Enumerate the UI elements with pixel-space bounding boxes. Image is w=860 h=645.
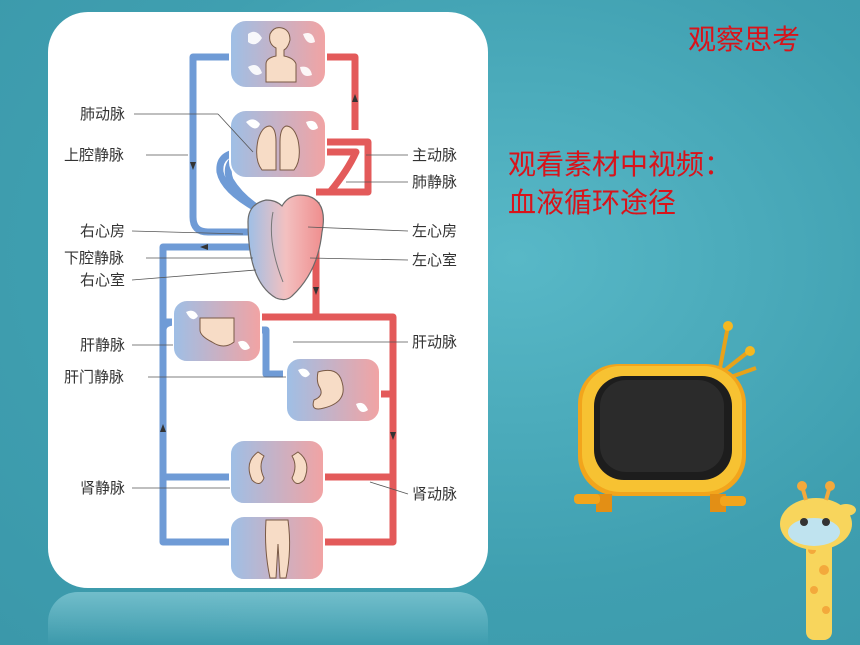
label-right-ventricle: 右心室 bbox=[80, 271, 126, 289]
label-hepatic-artery: 肝动脉 bbox=[412, 333, 458, 351]
flow-arrows bbox=[160, 94, 396, 440]
label-inferior-vena-cava: 下腔静脉 bbox=[64, 249, 125, 267]
task-prompt-line2: 血液循环途径 bbox=[508, 186, 677, 219]
label-pulmonary-vein: 肺静脉 bbox=[412, 173, 458, 191]
label-pulmonary-artery: 肺动脉 bbox=[80, 105, 126, 123]
lower-body-capillary-bed bbox=[229, 515, 325, 581]
heart bbox=[247, 194, 324, 301]
task-prompt-line1: 观看素材中视频： bbox=[508, 148, 733, 181]
label-aorta: 主动脉 bbox=[412, 146, 458, 164]
section-tag: 观察思考 bbox=[688, 23, 801, 56]
giraffe-icon bbox=[780, 481, 856, 640]
arterial-vessels bbox=[260, 53, 397, 546]
label-renal-artery: 肾动脉 bbox=[412, 485, 458, 503]
label-hepatic-portal-vein: 肝门静脉 bbox=[64, 368, 125, 386]
tv-icon bbox=[574, 321, 757, 512]
task-prompt: 观看素材中视频： 血液循环途径 bbox=[508, 146, 732, 222]
label-left-ventricle: 左心室 bbox=[412, 251, 458, 269]
kidney-capillary-bed bbox=[229, 439, 325, 505]
label-left-atrium: 左心房 bbox=[412, 222, 458, 240]
label-superior-vena-cava: 上腔静脉 bbox=[64, 146, 125, 164]
digestive-capillary-bed bbox=[285, 357, 381, 423]
head-capillary-bed bbox=[229, 19, 327, 89]
label-hepatic-vein: 肝静脉 bbox=[80, 336, 126, 354]
leader-lines bbox=[131, 113, 409, 495]
lungs-capillary-bed bbox=[229, 109, 327, 179]
circulation-diagram bbox=[131, 19, 409, 581]
label-renal-vein: 肾静脉 bbox=[80, 479, 126, 497]
card-reflection bbox=[48, 592, 488, 645]
label-right-atrium: 右心房 bbox=[80, 222, 126, 240]
liver-capillary-bed bbox=[172, 299, 262, 363]
